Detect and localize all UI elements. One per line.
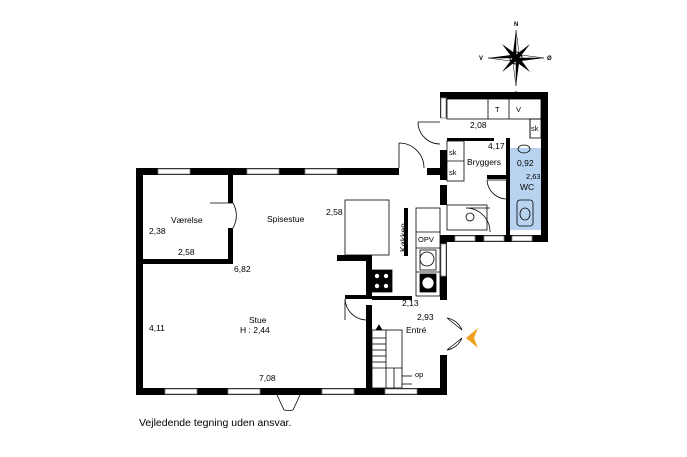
room-label-koekken: Køkken [398,223,408,252]
utility-fixtures [446,98,542,231]
dim-spisestue-w: 6,82 [234,264,251,274]
disclaimer-text: Vejledende tegning uden ansvar. [139,417,292,429]
room-label-entre: Entré [406,325,427,335]
dim-bryggers-w: 2,08 [470,120,487,130]
dim-stue-w: 7,08 [259,373,276,383]
fixture-label-sk-3: sk [449,168,457,177]
room-label-stue: Stue [249,315,267,325]
compass-icon: N S V Ø [479,22,552,98]
compass-east: Ø [547,56,552,62]
dim-vaerelse-w: 2,58 [178,247,195,257]
kitchen-fixtures [344,199,441,297]
compass-south: S [514,92,518,98]
fixture-label-t: T [495,105,500,114]
fixture-label-opv: OPV [418,235,434,244]
room-label-wc: WC [520,182,534,192]
room-label-bryggers: Bryggers [467,157,501,167]
wc-floor [509,148,543,230]
doors [210,121,507,411]
dim-wc-w: 0,92 [517,158,534,168]
dim-entre-w: 2,93 [417,312,434,322]
interior-walls [143,138,510,390]
dim-bryggers-h: 4,17 [488,141,505,151]
fixture-label-sk-2: sk [449,148,457,157]
windows [157,97,533,395]
compass-west: V [479,56,483,62]
dim-vaerelse-h: 2,38 [149,226,166,236]
room-label-stue-height: H : 2,44 [240,325,270,335]
entrance-arrow-icon [466,328,478,348]
fixture-label-v: V [516,105,521,114]
dim-stue-h: 4,11 [149,323,165,333]
exterior-walls [136,92,548,395]
staircase [371,324,412,389]
fixture-label-sk-1: sk [531,124,539,133]
compass-north: N [514,22,518,28]
dim-wc-h: 2,63 [526,172,541,181]
room-label-vaerelse: Værelse [171,215,203,225]
fixture-label-op: op [415,370,423,379]
room-label-spisestue: Spisestue [267,214,305,224]
dim-spisestue-h: 2,58 [326,207,343,217]
dim-koekken-w: 2,13 [402,298,419,308]
